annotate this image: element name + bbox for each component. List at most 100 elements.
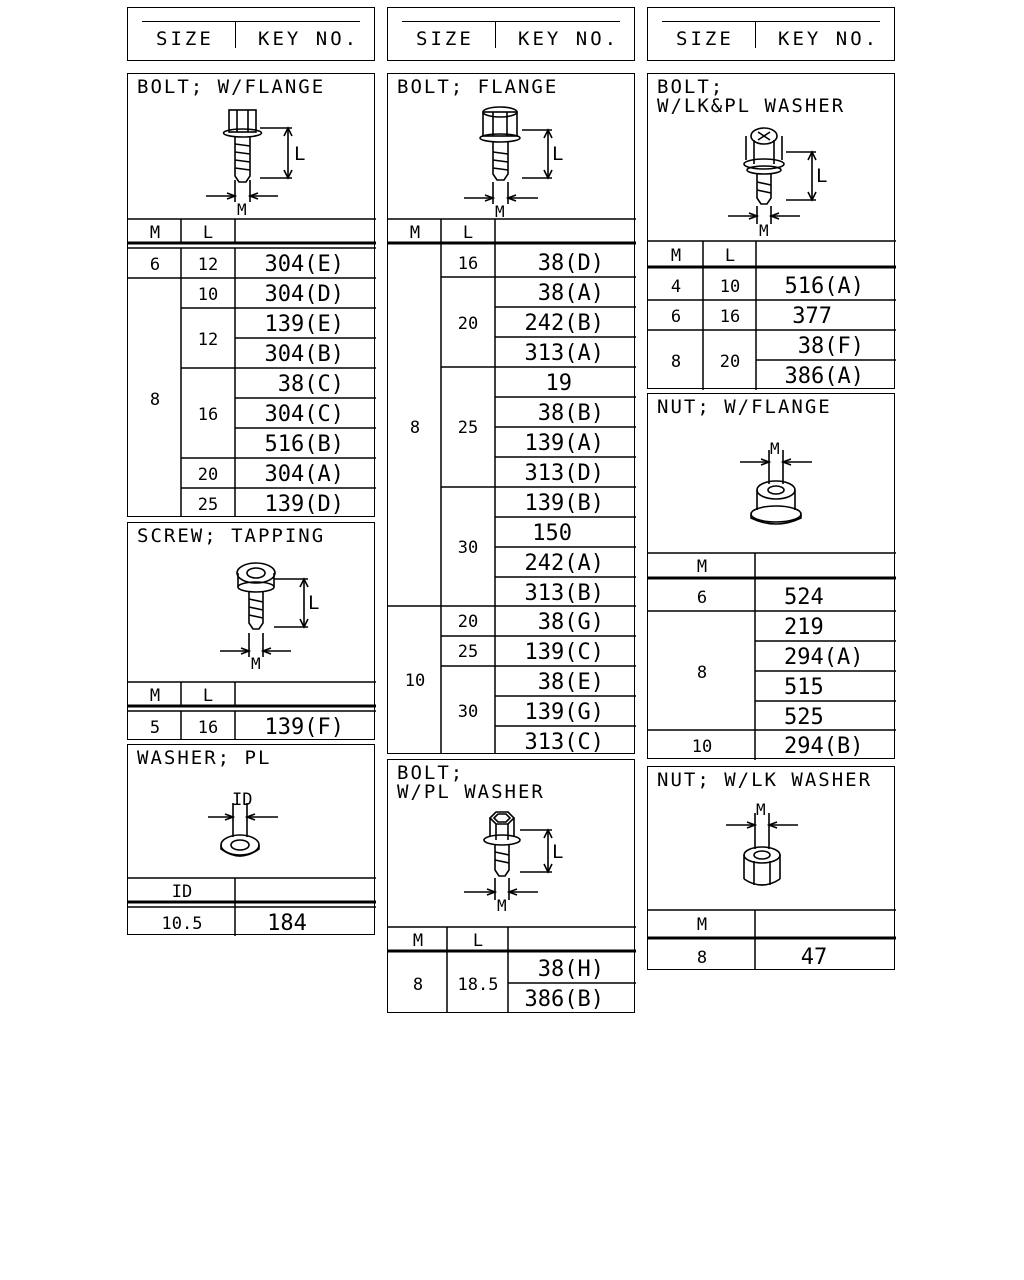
bolt-w-pl-washer-table: M L 8 18.5 38(H) 386(B) — [388, 926, 636, 1013]
dim-m-label: M — [237, 200, 247, 219]
dim-l-label: L — [552, 841, 563, 863]
header-size-label: SIZE — [676, 28, 734, 50]
table-cell: 8 — [410, 418, 420, 438]
bolt-w-pl-washer-section: BOLT; W/PL WASHER L M M L 8 — [387, 759, 636, 1013]
table-cell: 30 — [458, 702, 478, 722]
key-no-cell: 139(A) — [525, 431, 604, 456]
dim-l-label: L — [816, 165, 827, 187]
table-cell: 6 — [150, 255, 160, 275]
screw-tapping-icon: L M — [220, 562, 319, 673]
key-no-cell: 139(E) — [265, 312, 344, 337]
table-cell: 4 — [671, 277, 681, 297]
dim-id-label: ID — [232, 790, 252, 810]
table-cell: 8 — [671, 352, 681, 372]
bolt-w-pl-washer-icon: L M — [464, 811, 563, 915]
key-no-cell: 38(B) — [538, 401, 604, 426]
table-cell: 5 — [150, 718, 160, 738]
table-cell: 25 — [458, 418, 478, 438]
table-cell: M — [413, 931, 423, 951]
key-no-cell: 516(B) — [265, 432, 344, 457]
key-no-cell: 139(F) — [265, 715, 344, 740]
bolt-w-lk-pl-washer-icon: L M — [728, 127, 827, 240]
bolt-w-flange-icon: L M — [206, 109, 305, 219]
key-no-cell: 313(A) — [525, 341, 604, 366]
table-cell: 12 — [198, 330, 218, 350]
nut-w-lk-washer-icon: M — [726, 800, 798, 886]
key-no-cell: 38(A) — [538, 281, 604, 306]
dim-m-label: M — [759, 221, 769, 240]
key-no-cell: 139(G) — [525, 700, 604, 725]
key-no-cell: 38(H) — [538, 957, 604, 982]
bolt-flange-icon: L M — [464, 106, 563, 221]
table-cell: M — [150, 223, 160, 243]
key-no-cell: 377 — [792, 304, 832, 329]
key-no-cell: 38(D) — [538, 251, 604, 276]
washer-pl-section: WASHER; PL ID ID 10.5 184 — [127, 744, 376, 936]
table-cell: 8 — [697, 663, 707, 683]
table-cell: 16 — [458, 254, 478, 274]
dim-m-label: M — [497, 896, 507, 915]
table-cell: 6 — [697, 588, 707, 608]
key-no-cell: 139(D) — [265, 492, 344, 517]
section-title: SCREW; TAPPING — [137, 525, 326, 547]
nut-w-flange-table: M 6 8 10 524 219 294(A) 515 525 294(B) — [648, 552, 896, 760]
bolt-flange-section: BOLT; FLANGE L M — [387, 73, 636, 755]
table-cell: M — [697, 915, 707, 935]
table-cell: ID — [172, 882, 192, 902]
key-no-cell: 386(A) — [785, 364, 864, 389]
table-cell: 10 — [720, 277, 740, 297]
washer-pl-icon: ID — [208, 790, 278, 857]
table-cell: 16 — [198, 718, 218, 738]
dim-m-label: M — [756, 800, 766, 819]
bolt-w-lk-pl-washer-table: M L 4 10 6 16 8 20 516(A) 377 38(F) 386(… — [648, 240, 896, 390]
nut-w-flange-icon: M — [740, 439, 812, 525]
section-title: WASHER; PL — [137, 747, 272, 769]
table-cell: M — [697, 557, 707, 577]
table-cell: 16 — [720, 307, 740, 327]
key-no-cell: 525 — [784, 705, 824, 730]
key-no-cell: 38(E) — [538, 670, 604, 695]
size-keyno-header-col3: SIZE KEY NO. — [647, 7, 895, 61]
key-no-cell: 516(A) — [785, 274, 864, 299]
key-no-cell: 386(B) — [525, 987, 604, 1012]
key-no-cell: 219 — [784, 615, 824, 640]
table-cell: M — [410, 223, 420, 243]
nut-w-lk-washer-table: M 8 47 — [648, 909, 896, 970]
size-keyno-header-col1: SIZE KEY NO. — [127, 7, 375, 61]
table-cell: 8 — [413, 975, 423, 995]
bolt-flange-table: M L 8 10 16 20 25 30 20 25 30 38(D) 38(A… — [388, 218, 636, 755]
bolt-w-flange-section: BOLT; W/FLANGE L M — [127, 73, 376, 517]
key-no-cell: 38(G) — [538, 610, 604, 635]
table-cell: L — [725, 246, 735, 266]
table-cell: 18.5 — [458, 975, 499, 995]
size-keyno-header-col2: SIZE KEY NO. — [387, 7, 635, 61]
key-no-cell: 313(C) — [525, 730, 604, 755]
nut-w-lk-washer-section: NUT; W/LK WASHER M M 8 47 — [647, 766, 896, 970]
dim-l-label: L — [308, 592, 319, 614]
key-no-cell: 304(E) — [265, 252, 344, 277]
key-no-cell: 294(B) — [784, 734, 863, 759]
header-key-no-label: KEY NO. — [518, 28, 620, 50]
table-cell: 16 — [198, 405, 218, 425]
dim-m-label: M — [495, 202, 505, 221]
key-no-cell: 294(A) — [784, 645, 863, 670]
table-cell: 20 — [720, 352, 740, 372]
key-no-cell: 38(F) — [798, 334, 864, 359]
key-no-cell: 47 — [801, 945, 828, 970]
table-cell: 10 — [198, 285, 218, 305]
table-cell: L — [203, 686, 213, 706]
header-key-no-label: KEY NO. — [258, 28, 360, 50]
table-cell: 25 — [198, 495, 218, 515]
table-cell: 10.5 — [162, 914, 203, 934]
key-no-cell: 304(B) — [265, 342, 344, 367]
key-no-cell: 139(C) — [525, 640, 604, 665]
table-cell: L — [463, 223, 473, 243]
header-key-no-label: KEY NO. — [778, 28, 880, 50]
table-cell: 8 — [150, 390, 160, 410]
key-no-cell: 515 — [784, 675, 824, 700]
table-cell: 30 — [458, 538, 478, 558]
section-title: BOLT; FLANGE — [397, 76, 559, 98]
table-cell: 12 — [198, 255, 218, 275]
table-cell: M — [671, 246, 681, 266]
section-title: BOLT; W/LK&PL WASHER — [657, 76, 846, 117]
